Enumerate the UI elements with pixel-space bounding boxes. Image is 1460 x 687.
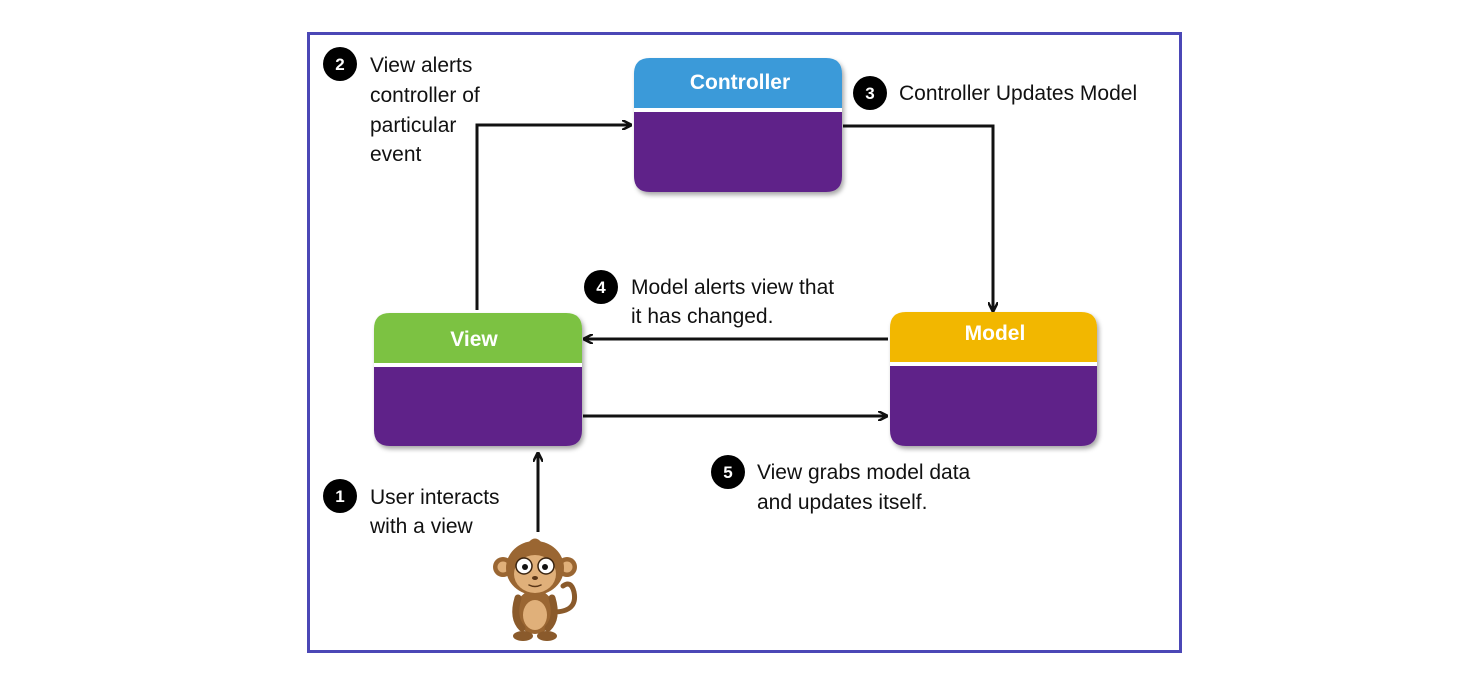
step-3-number: 3 (865, 84, 874, 103)
view-box (374, 313, 582, 446)
controller-box-body (634, 112, 842, 192)
view-title: View (450, 328, 498, 351)
model-box (890, 312, 1097, 446)
step-4-line-2: it has changed. (631, 305, 773, 328)
step-1: 1 User interacts with a view (323, 479, 500, 538)
step-5-line-2: and updates itself. (757, 491, 927, 514)
step-1-line-2: with a view (369, 515, 474, 538)
arrows (475, 124, 993, 532)
controller-box (634, 58, 842, 192)
view-box-body (374, 367, 582, 446)
step-4: 4 Model alerts view that it has changed. (584, 270, 834, 328)
step-1-line-1: User interacts (370, 486, 500, 509)
step-1-badge (323, 479, 357, 513)
step-2-number: 2 (335, 55, 344, 74)
step-5-line-1: View grabs model data (757, 461, 971, 484)
arrow-view-to-controller (475, 125, 630, 310)
step-4-number: 4 (596, 278, 606, 297)
step-2: 2 View alerts controller of particular e… (323, 47, 480, 166)
step-3-line-1: Controller Updates Model (899, 82, 1137, 105)
step-5: 5 View grabs model data and updates itse… (711, 455, 971, 514)
arrow-controller-to-model (843, 124, 993, 310)
controller-title: Controller (690, 71, 790, 94)
model-title: Model (965, 322, 1026, 345)
model-box-body (890, 366, 1097, 446)
step-2-line-3: particular (370, 114, 456, 137)
step-3-badge (853, 76, 887, 110)
model-box-header (890, 312, 1097, 362)
step-3: 3 Controller Updates Model (853, 76, 1137, 110)
monkey-icon (493, 538, 578, 641)
step-1-number: 1 (335, 487, 344, 506)
step-5-badge (711, 455, 745, 489)
step-2-badge (323, 47, 357, 81)
step-4-line-1: Model alerts view that (631, 276, 834, 299)
view-box-header (374, 313, 582, 363)
step-5-number: 5 (723, 463, 732, 482)
step-4-badge (584, 270, 618, 304)
controller-box-header (634, 58, 842, 108)
step-2-line-4: event (370, 143, 422, 166)
step-2-line-1: View alerts (370, 54, 472, 77)
step-2-line-2: controller of (370, 84, 480, 107)
